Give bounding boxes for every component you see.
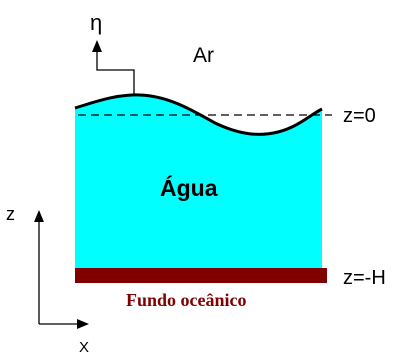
arrow-up-icon xyxy=(34,210,44,222)
air-label: Ar xyxy=(193,44,214,67)
x-axis-label: X xyxy=(79,339,89,356)
arrow-up-icon xyxy=(92,40,102,52)
seafloor-label: Fundo oceânico xyxy=(126,290,247,310)
water-label: Água xyxy=(160,174,218,201)
seafloor-bar xyxy=(75,268,327,283)
z-zero-label: z=0 xyxy=(343,105,376,127)
arrow-right-icon xyxy=(77,319,89,329)
z-minus-h-label: z=-H xyxy=(343,267,386,289)
z-axis-label: z xyxy=(6,204,15,224)
eta-pointer-line xyxy=(97,50,134,95)
eta-label: η xyxy=(90,10,102,35)
